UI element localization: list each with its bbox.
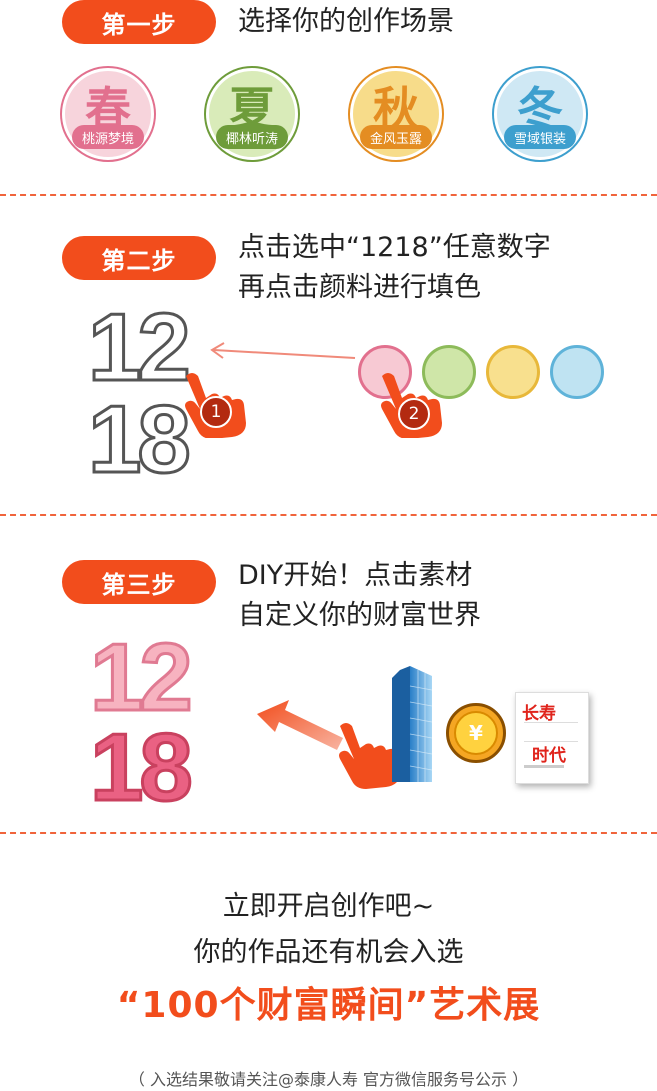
step-badge-1: 1 — [200, 396, 232, 428]
season-option-1[interactable]: 春桃源梦境 — [62, 68, 154, 160]
digit-1[interactable]: 12 — [87, 294, 193, 401]
season-tag: 金风玉露 — [360, 125, 432, 149]
season-tag: 雪域银装 — [504, 125, 576, 149]
step3-number-18[interactable]: 18 — [89, 718, 195, 817]
closing-headline: “100个财富瞬间”艺术展 — [116, 985, 541, 1026]
digit-12-colored[interactable]: 12 — [89, 624, 195, 731]
step3-instruction-line1: DIY开始！点击素材 — [238, 560, 473, 591]
step1-instruction: 选择你的创作场景 — [238, 6, 454, 37]
closing-footer: （ 入选结果敬请关注@泰康人寿 官方微信服务号公示 ） — [128, 1070, 529, 1089]
arrow-to-number-icon — [257, 700, 343, 750]
season-option-4[interactable]: 冬雪域银装 — [494, 68, 586, 160]
book-sticker[interactable]: 长寿 时代 — [515, 692, 589, 784]
step2-label: 第二步 — [101, 246, 177, 275]
step-badge-2: 2 — [398, 398, 430, 430]
book-title: 长寿 — [522, 704, 556, 724]
book-author-line — [524, 765, 564, 768]
step2-instruction-line1: 点击选中“1218”任意数字 — [238, 232, 551, 263]
season-option-3[interactable]: 秋金风玉露 — [350, 68, 442, 160]
divider-2 — [0, 514, 657, 516]
step3-number-12[interactable]: 12 — [89, 628, 195, 727]
digit-18-colored[interactable]: 18 — [89, 714, 195, 821]
color-swatch-1[interactable] — [358, 345, 412, 399]
step1-pill: 第一步 — [62, 0, 216, 44]
divider-3 — [0, 832, 657, 834]
arrow-to-number-icon — [210, 342, 356, 359]
coin-sticker[interactable]: ¥ — [446, 703, 506, 763]
step2-number-12[interactable]: 12 — [87, 298, 193, 397]
color-swatch-2[interactable] — [422, 345, 476, 399]
step2-instruction-line2: 再点击颜料进行填色 — [238, 272, 481, 303]
building-sticker[interactable] — [388, 666, 438, 782]
season-option-2[interactable]: 夏椰林听涛 — [206, 68, 298, 160]
closing-line1: 立即开启创作吧~ — [222, 891, 435, 922]
step3-label: 第三步 — [101, 570, 177, 599]
yen-icon: ¥ — [454, 711, 498, 755]
season-tag: 桃源梦境 — [72, 125, 144, 149]
step2-number-18[interactable]: 18 — [87, 390, 193, 489]
digit-18[interactable]: 18 — [87, 386, 193, 493]
closing-line2: 你的作品还有机会入选 — [193, 937, 464, 968]
book-decoration — [524, 722, 578, 742]
season-tag: 椰林听涛 — [216, 125, 288, 149]
color-swatch-4[interactable] — [550, 345, 604, 399]
step3-pill: 第三步 — [62, 560, 216, 604]
step1-label: 第一步 — [101, 10, 177, 39]
tap-hand-icon — [339, 723, 400, 789]
step2-pill: 第二步 — [62, 236, 216, 280]
divider-1 — [0, 194, 657, 196]
step3-instruction-line2: 自定义你的财富世界 — [238, 600, 481, 631]
color-swatch-3[interactable] — [486, 345, 540, 399]
book-subtitle: 时代 — [532, 746, 566, 766]
